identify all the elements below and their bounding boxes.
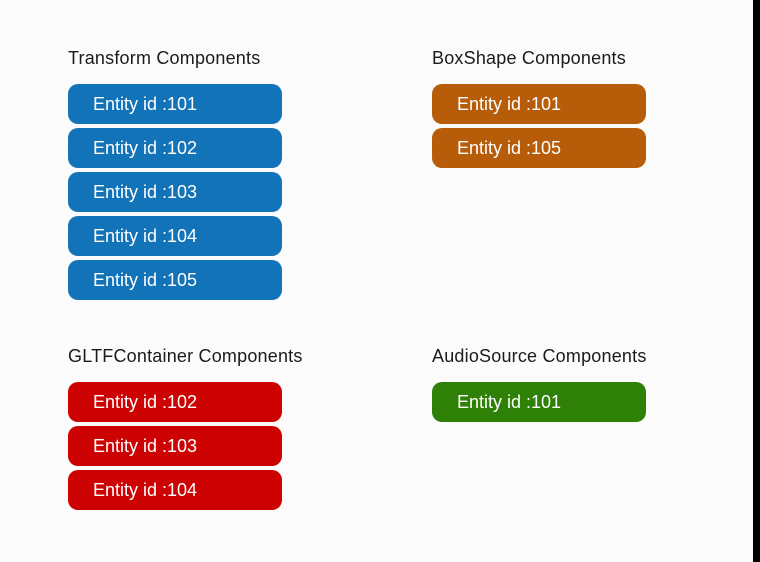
section-title: GLTFContainer Components xyxy=(68,346,303,366)
entity-pill[interactable]: Entity id :101 xyxy=(432,84,646,124)
entity-pill[interactable]: Entity id :102 xyxy=(68,382,282,422)
entity-pill-list: Entity id :101 Entity id :102 Entity id … xyxy=(68,84,432,300)
section-audiosource-components: AudioSource Components Entity id :101 xyxy=(432,346,760,514)
section-transform-components: Transform Components Entity id :101 Enti… xyxy=(68,48,432,304)
entity-pill[interactable]: Entity id :105 xyxy=(68,260,282,300)
entity-pill[interactable]: Entity id :101 xyxy=(68,84,282,124)
entity-pill[interactable]: Entity id :103 xyxy=(68,172,282,212)
component-groups: Transform Components Entity id :101 Enti… xyxy=(68,48,760,514)
section-title: AudioSource Components xyxy=(432,346,647,366)
entity-pill[interactable]: Entity id :105 xyxy=(432,128,646,168)
entity-pill[interactable]: Entity id :104 xyxy=(68,470,282,510)
section-title: Transform Components xyxy=(68,48,261,68)
entity-pill[interactable]: Entity id :102 xyxy=(68,128,282,168)
entity-pill-list: Entity id :101 xyxy=(432,382,760,422)
entity-pill[interactable]: Entity id :103 xyxy=(68,426,282,466)
right-edge-bar xyxy=(753,0,760,562)
entity-pill-list: Entity id :102 Entity id :103 Entity id … xyxy=(68,382,432,510)
section-boxshape-components: BoxShape Components Entity id :101 Entit… xyxy=(432,48,760,304)
entity-pill-list: Entity id :101 Entity id :105 xyxy=(432,84,760,168)
section-title: BoxShape Components xyxy=(432,48,626,68)
entity-pill[interactable]: Entity id :101 xyxy=(432,382,646,422)
entity-pill[interactable]: Entity id :104 xyxy=(68,216,282,256)
section-gltfcontainer-components: GLTFContainer Components Entity id :102 … xyxy=(68,346,432,514)
